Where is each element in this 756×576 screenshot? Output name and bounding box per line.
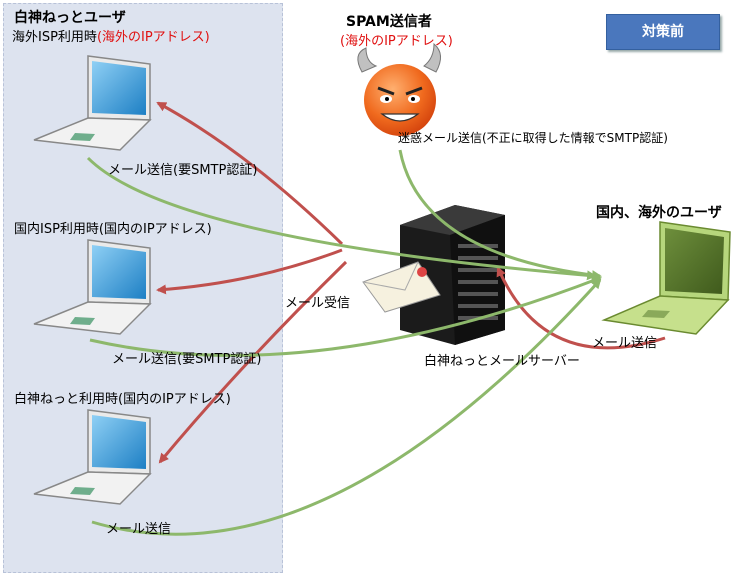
mail-server-icon (400, 205, 505, 345)
send-arrow-shirakami (91, 278, 602, 536)
remote-user-title: 国内、海外のユーザ (596, 205, 722, 221)
send-arrow-spam (398, 149, 602, 281)
spam-action-label: 迷惑メール送信(不正に取得した情報でSMTP認証) (398, 131, 668, 145)
send-plain-label: メール送信 (106, 522, 172, 537)
receive-arrow-remote (496, 266, 666, 350)
send-auth-label-2: メール送信(要SMTP認証) (112, 352, 262, 367)
spammer-title: SPAM送信者 (346, 14, 432, 30)
remote-send-label: メール送信 (592, 336, 658, 351)
receive-label: メール受信 (285, 296, 351, 311)
overseas-isp-label: 海外ISP利用時(海外のIPアドレス) (12, 30, 210, 46)
envelope-icon (362, 261, 441, 313)
shirakami-label: 白神ねっと利用時(国内のIPアドレス) (14, 392, 231, 407)
domestic-isp-label: 国内ISP利用時(国内のIPアドレス) (14, 222, 212, 237)
laptop-icon-domestic (33, 239, 152, 335)
receive-arrow-shirakami (158, 260, 348, 464)
laptop-icon-overseas (33, 55, 152, 151)
user-group-title: 白神ねっとユーザ (14, 10, 126, 26)
status-badge: 対策前 (606, 14, 720, 50)
send-auth-label-1: メール送信(要SMTP認証) (108, 163, 258, 178)
receive-arrow-overseas (156, 101, 344, 246)
send-arrow-domestic (89, 276, 602, 357)
spammer-ip: (海外のIPアドレス) (340, 34, 453, 49)
laptop-icon-shirakami (33, 409, 152, 505)
overseas-isp-text: 海外ISP利用時 (12, 30, 97, 45)
overseas-ip-text: (海外のIPアドレス) (96, 30, 210, 45)
laptop-icon-remote-user (601, 221, 731, 335)
send-arrow-overseas (86, 156, 597, 281)
receive-arrow-domestic (156, 248, 343, 295)
server-label: 白神ねっとメールサーバー (424, 354, 580, 369)
spam-devil-icon (357, 42, 441, 136)
